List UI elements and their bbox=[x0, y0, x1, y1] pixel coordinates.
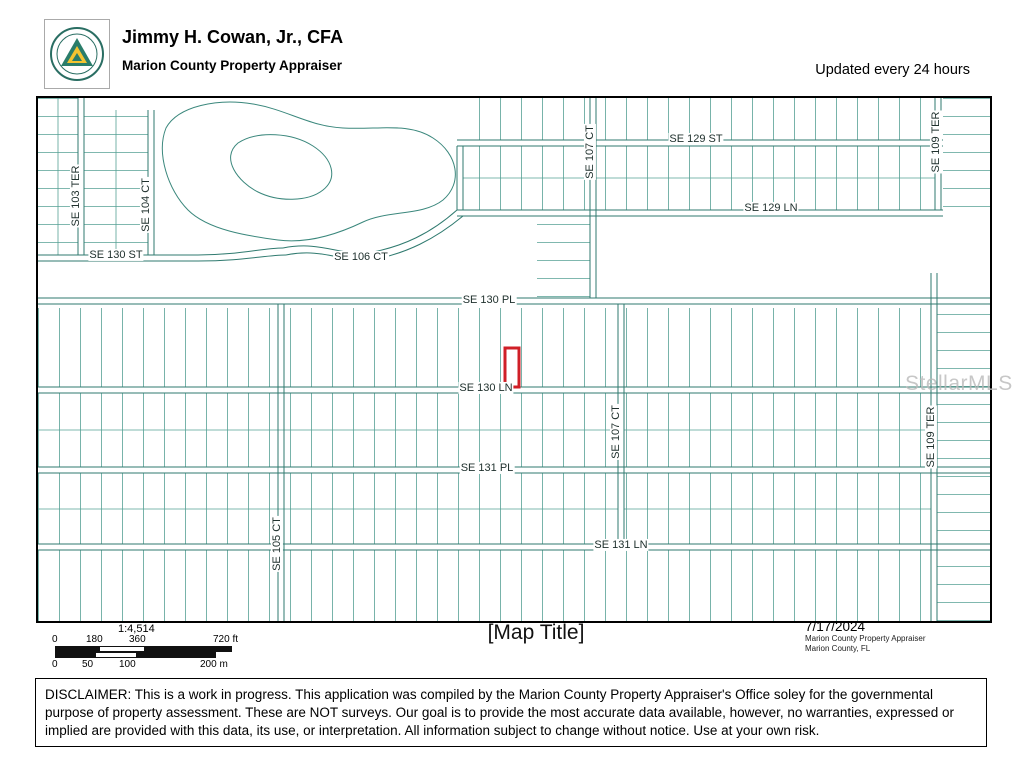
street-label-se-130-pl: SE 130 PL bbox=[461, 293, 517, 307]
street-label-se-129-ln: SE 129 LN bbox=[743, 201, 799, 215]
scale-bar-meters bbox=[55, 652, 216, 658]
watermark: StellarMLS bbox=[905, 372, 1013, 395]
street-label-se-107-ct-mid: SE 107 CT bbox=[609, 404, 623, 460]
county-seal-logo bbox=[44, 19, 110, 89]
street-label-se-130-ln: SE 130 LN bbox=[458, 381, 514, 395]
scale-ft-360: 360 bbox=[129, 634, 146, 645]
street-label-se-130-st: SE 130 ST bbox=[88, 248, 144, 262]
scale-ft-720: 720 ft bbox=[213, 634, 239, 645]
street-label-se-104-ct: SE 104 CT bbox=[139, 177, 153, 233]
scale-ratio: 1:4,514 bbox=[118, 623, 155, 635]
map-title: [Map Title] bbox=[487, 621, 585, 644]
parcel-map-graphic bbox=[38, 98, 990, 621]
street-label-se-131-pl: SE 131 PL bbox=[459, 461, 515, 475]
scale-m-50: 50 bbox=[82, 659, 94, 670]
attribution-line-1: Marion County Property Appraiser bbox=[805, 634, 926, 643]
street-label-se-106-ct: SE 106 CT bbox=[333, 250, 389, 264]
street-label-se-105-ct: SE 105 CT bbox=[270, 516, 284, 572]
attribution-line-2: Marion County, FL bbox=[805, 644, 871, 653]
parcel-lots bbox=[38, 98, 990, 621]
scale-m-200: 200 m bbox=[200, 659, 228, 670]
subdivision-curves bbox=[162, 101, 456, 242]
map-date-block: 7/17/2024 Marion County Property Apprais… bbox=[805, 619, 926, 654]
street-label-se-109-ter-bot: SE 109 TER bbox=[924, 405, 938, 469]
scale-m-0: 0 bbox=[52, 659, 58, 670]
street-label-se-103-ter: SE 103 TER bbox=[69, 164, 83, 228]
parcel-map-canvas[interactable]: SE 103 TER SE 104 CT SE 130 ST SE 106 CT… bbox=[36, 96, 992, 623]
page-subtitle: Marion County Property Appraiser bbox=[122, 58, 343, 73]
scale-bar-feet bbox=[55, 646, 232, 652]
disclaimer-box: DISCLAIMER: This is a work in progress. … bbox=[35, 678, 987, 748]
street-label-se-107-ct-top: SE 107 CT bbox=[583, 124, 597, 180]
map-date: 7/17/2024 bbox=[805, 619, 866, 634]
street-label-se-109-ter-top: SE 109 TER bbox=[929, 110, 943, 174]
scale-m-100: 100 bbox=[119, 659, 136, 670]
seal-icon bbox=[50, 27, 104, 81]
street-label-se-129-st: SE 129 ST bbox=[668, 132, 724, 146]
page-title: Jimmy H. Cowan, Jr., CFA bbox=[122, 27, 344, 47]
street-label-se-131-ln: SE 131 LN bbox=[593, 538, 649, 552]
updated-note: Updated every 24 hours bbox=[815, 62, 970, 78]
scale-ft-0: 0 bbox=[52, 634, 58, 645]
scale-ft-180: 180 bbox=[86, 634, 103, 645]
